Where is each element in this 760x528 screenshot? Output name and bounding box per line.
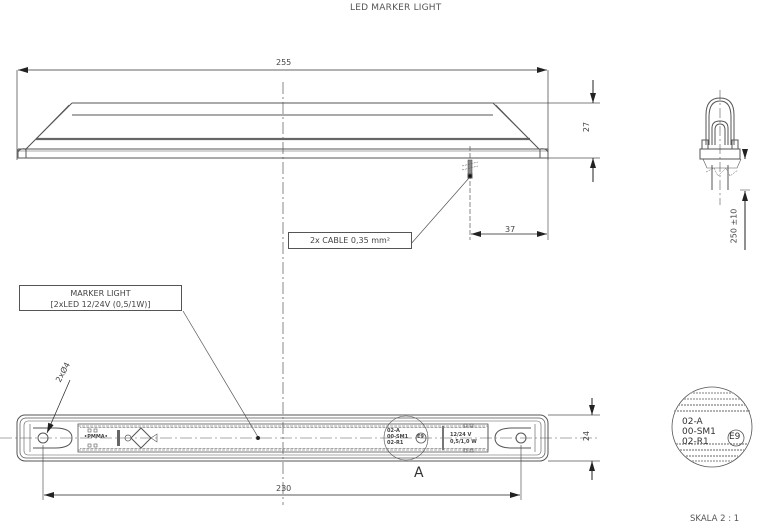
top-view	[0, 379, 600, 500]
approval-line-3: 02-R1	[387, 440, 404, 446]
lens-power: 0,5/1,0 W	[450, 439, 477, 445]
lens-approval-mark: E9	[417, 434, 424, 440]
lens-voltage: 12/24 V	[450, 432, 472, 438]
detail-line-3: 02-R1	[682, 437, 709, 447]
lens-approval-text: 02-A 00-SM1 02-R1	[387, 428, 408, 446]
end-view	[699, 90, 750, 250]
dim-cable-offset: 37	[505, 225, 516, 234]
dim-height: 27	[582, 121, 592, 133]
drawing-title: LED MARKER LIGHT	[350, 3, 442, 13]
detail-approval-mark: E9	[729, 432, 741, 442]
dim-cable-length: 250 ±10	[729, 208, 739, 244]
detail-approval-text: 02-A 00-SM1 02-R1	[682, 417, 716, 447]
scale-label: SKALA 2 : 1	[690, 514, 740, 524]
detail-line-2: 00-SM1	[682, 427, 716, 437]
detail-view-a	[671, 386, 753, 468]
marker-light-callout: MARKER LIGHT [2xLED 12/24V (0,5/1W)]	[19, 285, 182, 311]
dim-mount-width: 24	[582, 430, 592, 442]
approval-line-1: 02-A	[387, 428, 400, 434]
marker-light-title: MARKER LIGHT	[70, 289, 131, 298]
approval-line-2: 00-SM1	[387, 434, 409, 440]
dim-hole-spacing: 230	[276, 484, 292, 493]
marker-light-spec: [2xLED 12/24V (0,5/1W)]	[50, 300, 151, 309]
detail-line-1: 02-A	[682, 417, 703, 427]
cable-callout-text: 2x CABLE 0,35 mm²	[309, 236, 391, 245]
lens-electrical-text: 12/24 V 0,5/1,0 W	[450, 432, 477, 446]
lens-material-text: •PMMA•	[84, 434, 108, 440]
dim-overall-length: 255	[276, 58, 292, 67]
cable-callout: 2x CABLE 0,35 mm²	[288, 232, 412, 249]
detail-marker-a: A	[414, 465, 424, 481]
side-view	[16, 67, 600, 505]
